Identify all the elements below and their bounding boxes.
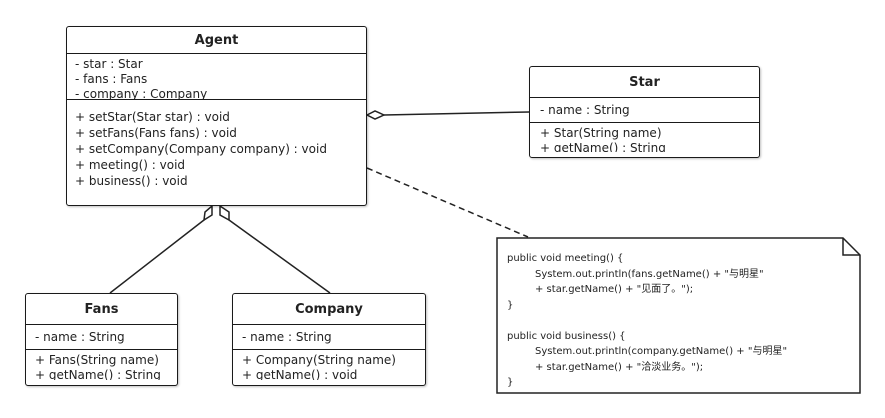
note-line-8: + star.getName() + "洽淡业务。"); (535, 361, 704, 373)
agent-attr-company: - company : Company (75, 87, 208, 100)
note-line-1: public void meeting() { (507, 253, 624, 264)
code-note[interactable]: public void meeting() { System.out.print… (496, 237, 861, 394)
note-line-3: + star.getName() + "见面了。"); (535, 284, 694, 295)
agent-fans-aggregation-diamond (203, 204, 213, 222)
agent-operations: + setStar(Star star) : void + setFans(Fa… (67, 100, 366, 193)
note-text: public void meeting() { System.out.print… (507, 251, 787, 391)
star-op-constructor: + Star(String name) (540, 126, 662, 140)
star-op-getname: + getName() : String (540, 141, 666, 152)
agent-star-aggregation-line (383, 111, 530, 116)
company-op-constructor: + Company(String name) (242, 353, 396, 367)
fans-attributes: - name : String (26, 325, 177, 350)
agent-fans-aggregation-line (109, 219, 205, 294)
agent-op-setfans: + setFans(Fans fans) : void (75, 126, 237, 140)
star-class-box[interactable]: Star - name : String + Star(String name)… (529, 66, 760, 158)
agent-star-aggregation-diamond (365, 110, 386, 120)
agent-attributes: - star : Star - fans : Fans - company : … (67, 54, 366, 100)
company-attr-name: - name : String (242, 330, 332, 344)
company-op-getname: + getName() : void (242, 368, 358, 380)
company-attributes: - name : String (233, 325, 425, 350)
company-operations: + Company(String name) + getName() : voi… (233, 350, 425, 380)
agent-op-business: + business() : void (75, 174, 188, 188)
agent-op-setcompany: + setCompany(Company company) : void (75, 142, 327, 156)
company-class-box[interactable]: Company - name : String + Company(String… (232, 293, 426, 386)
agent-class-name: Agent (67, 27, 366, 54)
fans-op-constructor: + Fans(String name) (35, 353, 159, 367)
note-line-9: } (507, 377, 514, 388)
star-operations: + Star(String name) + getName() : String (530, 123, 759, 152)
fans-operations: + Fans(String name) + getName() : String (26, 350, 177, 380)
company-class-name: Company (233, 294, 425, 325)
note-dashed-link (366, 167, 529, 238)
agent-attr-fans: - fans : Fans (75, 72, 148, 86)
agent-class-box[interactable]: Agent - star : Star - fans : Fans - comp… (66, 26, 367, 206)
agent-attr-star: - star : Star (75, 57, 143, 71)
agent-company-aggregation-line (228, 219, 331, 294)
agent-op-meeting: + meeting() : void (75, 158, 186, 172)
star-class-name: Star (530, 67, 759, 98)
agent-company-aggregation-diamond (219, 204, 230, 222)
note-line-6: public void business() { (507, 330, 626, 342)
fans-op-getname: + getName() : String (35, 368, 161, 380)
star-attr-name: - name : String (540, 103, 630, 117)
fans-class-name: Fans (26, 294, 177, 325)
note-shape (496, 237, 861, 394)
note-line-5: ​ (507, 313, 787, 329)
note-line-7: System.out.println(company.getName() + "… (535, 346, 788, 357)
agent-op-setstar: + setStar(Star star) : void (75, 110, 230, 124)
note-line-2: System.out.println(fans.getName() + "与明星… (535, 268, 764, 280)
fans-attr-name: - name : String (35, 330, 125, 344)
fans-class-box[interactable]: Fans - name : String + Fans(String name)… (25, 293, 178, 386)
note-line-4: } (507, 299, 514, 311)
star-attributes: - name : String (530, 98, 759, 123)
